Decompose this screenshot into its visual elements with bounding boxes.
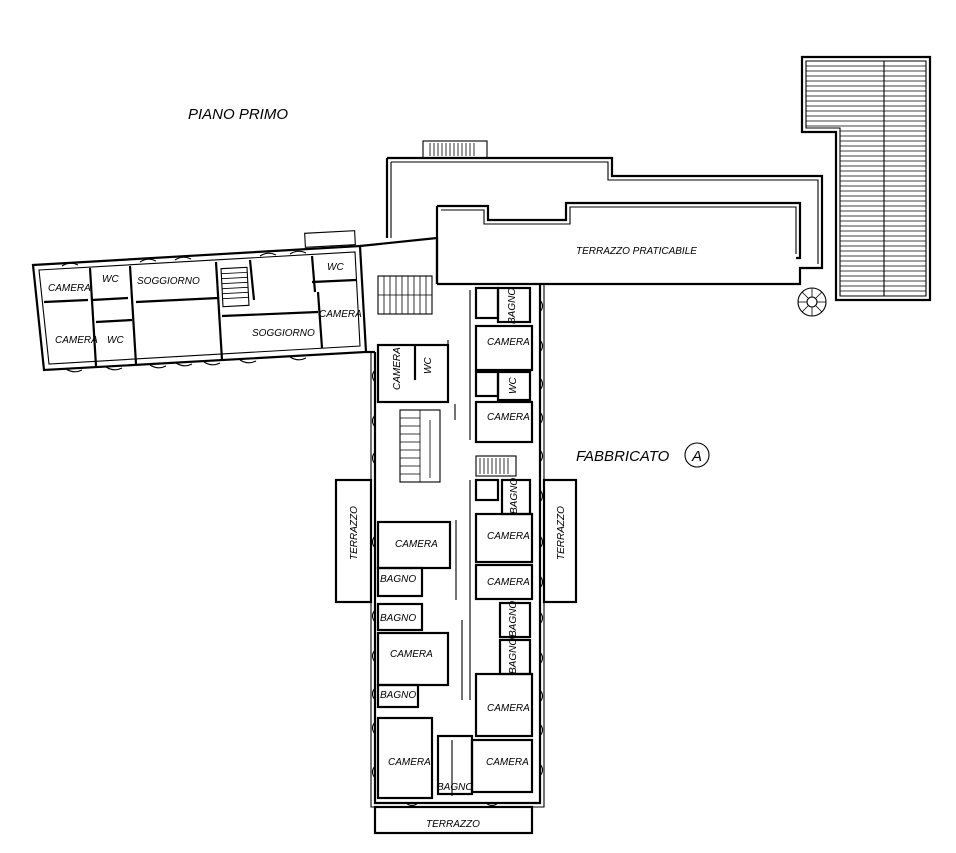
label-terrazzo-right: TERRAZZO	[556, 506, 567, 560]
label-camera-w2: CAMERA	[55, 335, 98, 346]
label-camera-l3: CAMERA	[388, 757, 431, 768]
label-bagno-v4: BAGNO	[508, 638, 519, 674]
label-soggiorno-w1: SOGGIORNO	[137, 276, 200, 287]
label-camera-r6: CAMERA	[486, 757, 529, 768]
label-wc-w1: WC	[102, 274, 119, 285]
building-label: FABBRICATO	[576, 448, 670, 465]
label-camera-r3: CAMERA	[487, 531, 530, 542]
label-terrazzo-left: TERRAZZO	[349, 506, 360, 560]
label-bagno-l1: BAGNO	[380, 574, 416, 585]
label-camera-r2: CAMERA	[487, 412, 530, 423]
label-wc-w3: WC	[327, 262, 344, 273]
label-wc-v2: WC	[508, 377, 519, 394]
label-camera-l1: CAMERA	[395, 539, 438, 550]
building-letter: A	[691, 448, 702, 465]
label-soggiorno-w2: SOGGIORNO	[252, 328, 315, 339]
label-bagno-v1: BAGNO	[507, 288, 518, 324]
terrace-outline	[385, 140, 827, 317]
terraces	[334, 478, 578, 835]
label-camera-v1: CAMERA	[392, 347, 403, 390]
label-bagno-v2: BAGNO	[509, 478, 520, 514]
building-letter-circle	[684, 442, 710, 468]
label-bagno-l2: BAGNO	[380, 613, 416, 624]
label-camera-w1: CAMERA	[48, 283, 91, 294]
label-wc-v1: WC	[423, 357, 434, 374]
label-camera-w3: CAMERA	[319, 309, 362, 320]
label-camera-r1: CAMERA	[487, 337, 530, 348]
label-wc-w2: WC	[107, 335, 124, 346]
label-bagno-l3: BAGNO	[380, 690, 416, 701]
label-camera-r4: CAMERA	[487, 577, 530, 588]
labels: PIANO PRIMO FABBRICATO A TERRAZZO PRATIC…	[48, 106, 710, 830]
label-bagno-v3: BAGNO	[508, 601, 519, 637]
label-camera-l2: CAMERA	[390, 649, 433, 660]
label-terrazzo-praticabile: TERRAZZO PRATICABILE	[576, 246, 697, 257]
label-camera-r5: CAMERA	[487, 703, 530, 714]
label-bagno-b1: BAGNO	[437, 782, 473, 793]
label-terrazzo-bottom: TERRAZZO	[426, 819, 480, 830]
plan-title: PIANO PRIMO	[188, 106, 288, 123]
roof-block	[800, 55, 932, 302]
left-wing	[31, 230, 368, 373]
connector-block	[359, 236, 439, 354]
